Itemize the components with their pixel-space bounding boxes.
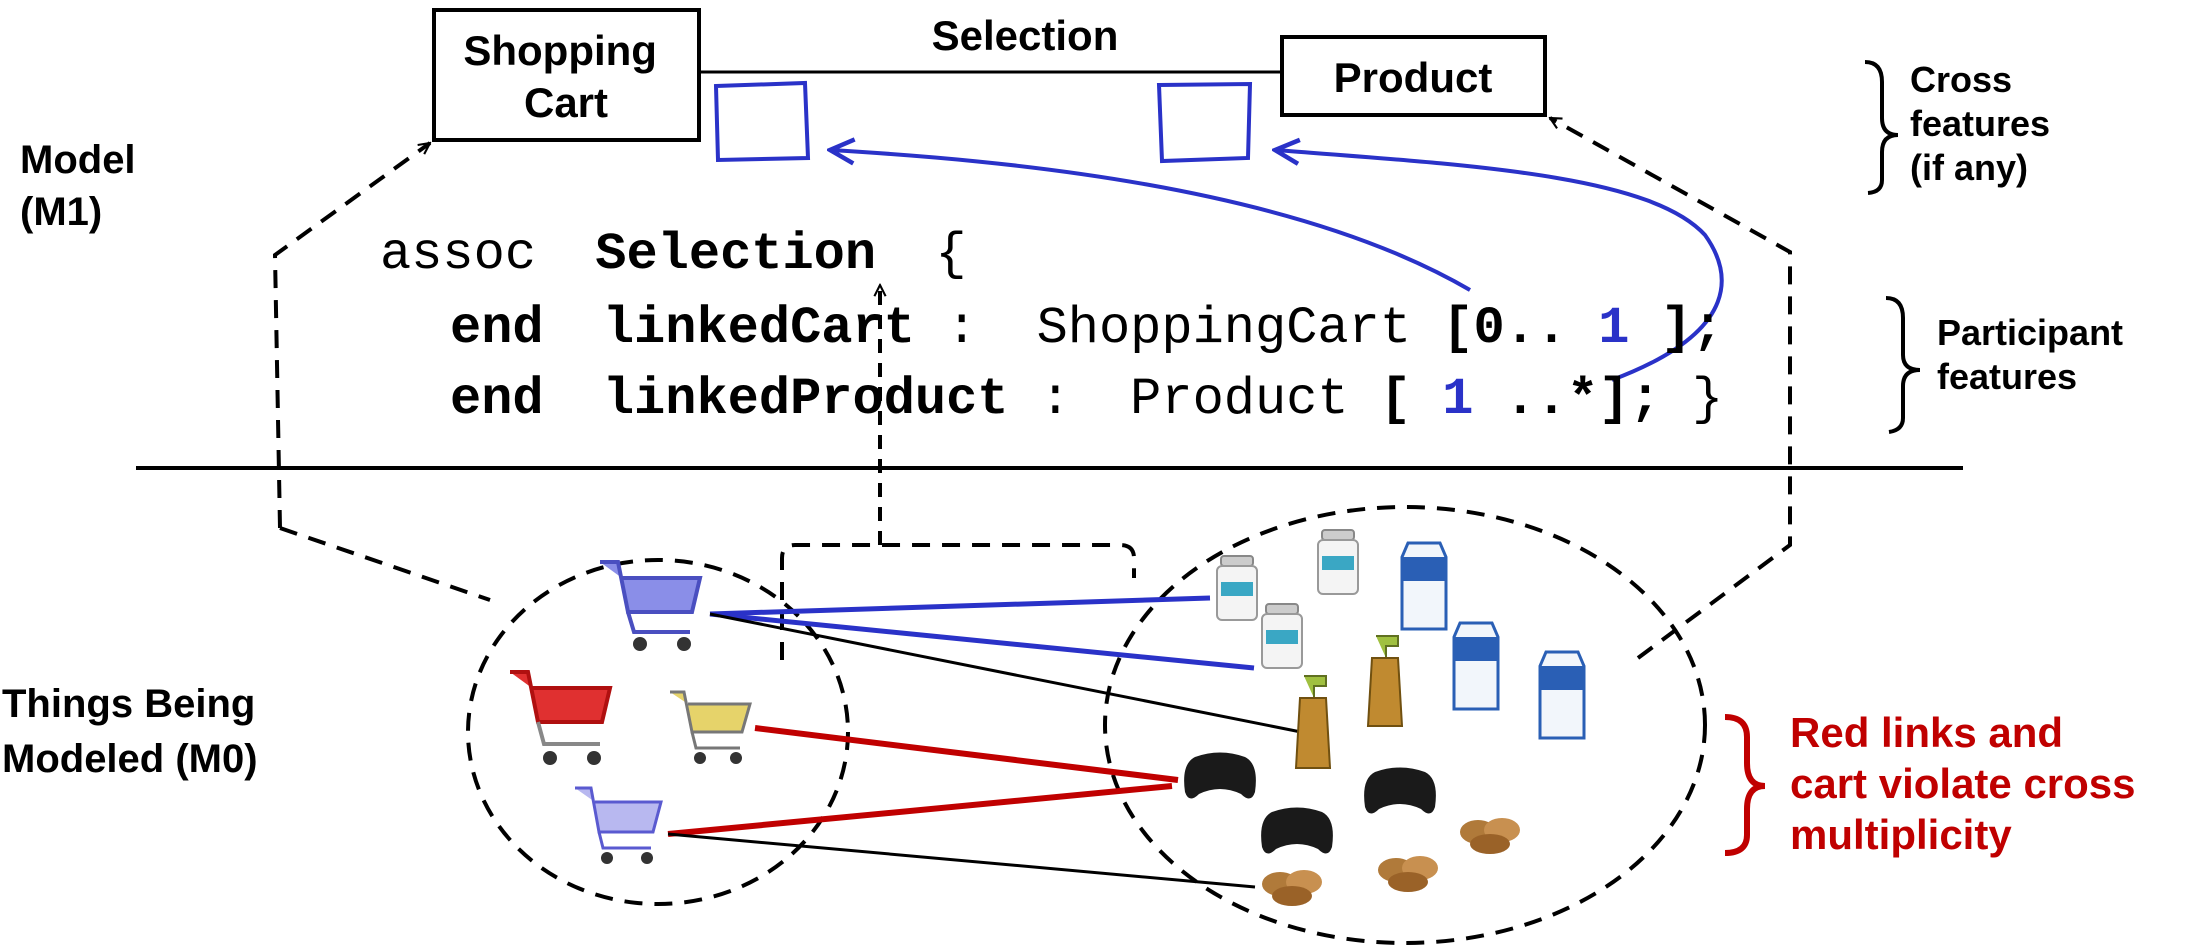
code-line-1: assoc Selection { [380,225,967,284]
milk-carton-icon [1538,650,1586,740]
supplement-bottle-icon [1216,555,1258,621]
yellow-cart-icon [670,690,752,764]
game-controller-icon [1184,752,1256,799]
product-class-name: Product [1334,54,1493,101]
product-instances-ellipse [1103,505,1707,945]
blue-arrow-to-cart-box [830,150,1472,292]
shopping-cart-class-box: Shopping Cart [432,8,701,142]
game-controller-icon [1261,807,1333,854]
code-line-2: end linkedCart : ShoppingCart [0.. 1 ]; [450,299,1723,358]
cross-features-brace [1864,60,1899,195]
game-controller-icon [1364,767,1436,814]
milk-carton-icon [1400,541,1448,631]
participant-features-note: Participant features [1937,312,2133,397]
product-mapping-dashed-arrow [1550,116,1792,660]
model-label: Model (M1) [20,138,147,234]
cart-mapping-dashed-arrow [272,141,430,529]
blue-arrow-to-product-box [1275,150,1724,382]
violation-brace [1724,714,1766,856]
spray-bottle-icon [1366,635,1404,727]
product-class-box: Product [1280,35,1547,117]
links [667,595,1307,889]
milk-carton-icon [1452,621,1500,711]
shopping-cart-class-name: Shopping Cart [463,27,668,126]
valid-link [709,595,1211,617]
spray-bottle-icon [1294,675,1332,769]
m0-label: Things Being Modeled (M0) [2,682,266,781]
pecans-icon [1262,870,1322,906]
cross-feature-box-cart [713,80,811,163]
pecans-icon [1460,818,1520,854]
association-name: Selection [932,12,1119,59]
violating-link [754,725,1179,783]
valid-link [709,611,1255,671]
violating-link [667,783,1173,837]
code-line-3: end linkedProduct : Product [ 1 ..*]; } [450,370,1723,429]
supplement-bottle-icon [1261,603,1303,669]
link-set-bracket [780,543,1136,660]
purple-cart-icon [575,786,663,864]
valid-link [709,612,1307,735]
participant-features-brace [1885,296,1921,434]
pecans-icon [1378,856,1438,892]
violation-note: Red links and cart violate cross multipl… [1790,709,2147,858]
red-cart-icon [510,670,613,765]
cart-instances-ellipse [466,558,850,906]
valid-link [667,832,1256,889]
cart-set-dashed-connector [279,526,491,602]
blue-cart-icon [600,560,703,651]
supplement-bottle-icon [1317,529,1359,595]
cross-feature-box-product [1156,81,1253,164]
cross-features-note: Cross features (if any) [1910,59,2060,188]
